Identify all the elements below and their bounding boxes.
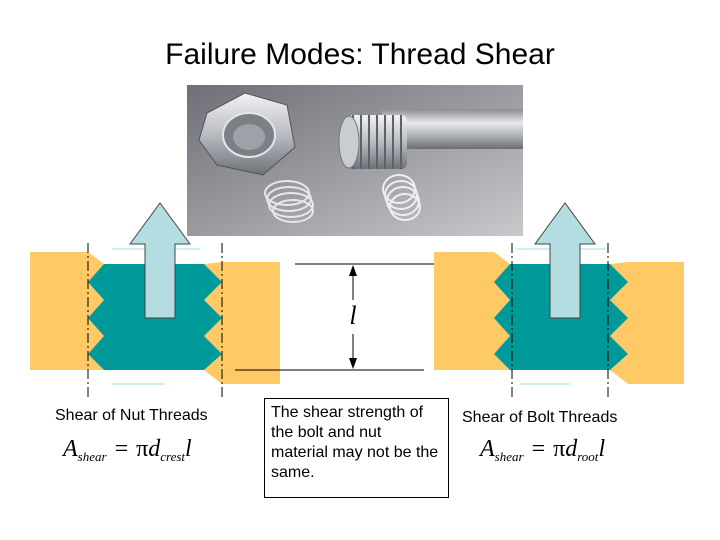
hex-nut [198, 92, 296, 176]
sheared-coil-right [382, 174, 421, 221]
nut-material-left [30, 252, 104, 370]
bolt-shear-section [434, 202, 684, 400]
pull-arrow-right [534, 202, 596, 319]
formula-nut-shear-area: Ashear=πdcrestl [63, 436, 192, 464]
page-title: Failure Modes: Thread Shear [165, 38, 555, 71]
caption-nut-threads: Shear of Nut Threads [55, 407, 208, 424]
caption-bolt-threads: Shear of Bolt Threads [462, 409, 618, 426]
nut-material-right-left [434, 252, 510, 370]
pull-arrow-left [129, 202, 191, 319]
material-strength-note: The shear strength of the bolt and nut m… [264, 398, 449, 498]
bolt-rod [338, 109, 523, 169]
nut-shear-section [30, 202, 280, 400]
sheared-thread-photo [187, 85, 523, 236]
nut-material-right [204, 262, 280, 384]
sheared-coil-left [264, 180, 314, 223]
nut-material-right-right [610, 262, 684, 384]
length-label: l [349, 301, 356, 330]
formula-bolt-shear-area: Ashear=πdrootl [480, 436, 606, 464]
